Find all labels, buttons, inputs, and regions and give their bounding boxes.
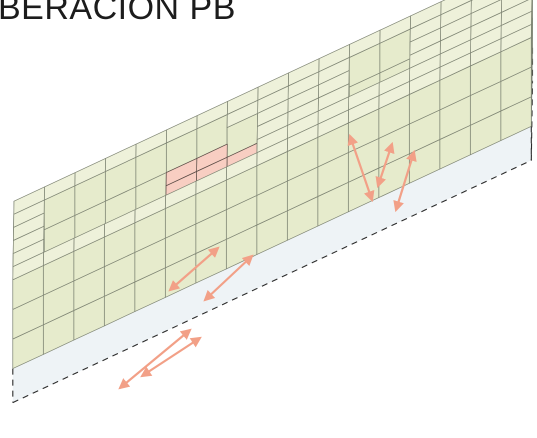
double-headed-arrow-icon: [347, 133, 375, 203]
double-headed-arrow-icon: [203, 254, 254, 302]
block-face-top: [12, 252, 44, 281]
double-headed-arrow-icon: [375, 141, 395, 189]
circulation-arrows: [118, 133, 417, 390]
diagram-title: BERACION PB: [0, 0, 236, 27]
ground-slab-edge: [530, 81, 534, 161]
double-headed-arrow-icon: [393, 149, 417, 213]
ground-slab-edge: [12, 159, 532, 404]
block-massing: [12, 0, 533, 369]
double-headed-arrow-icon: [140, 336, 202, 378]
